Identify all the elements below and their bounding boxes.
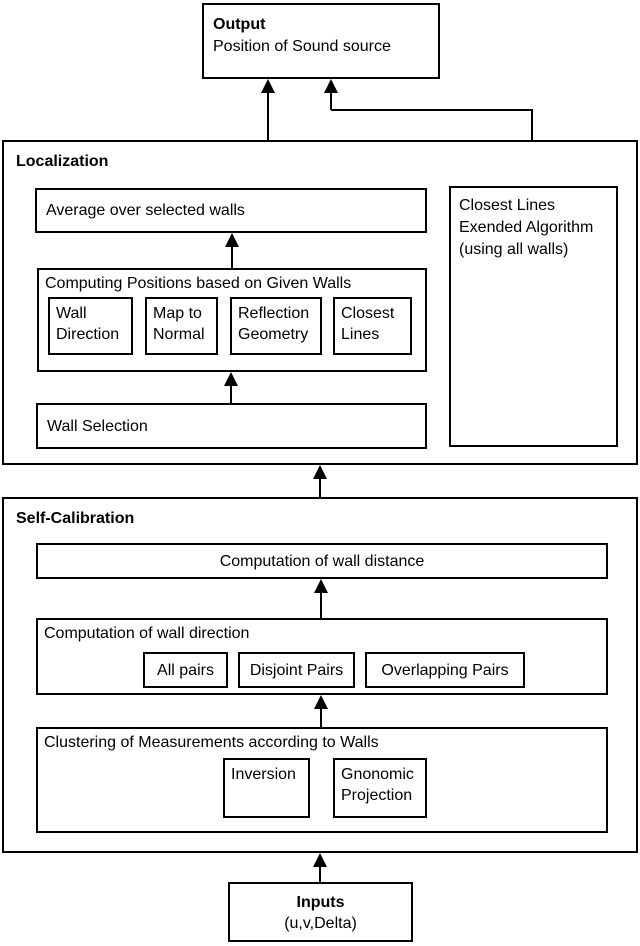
arrowhead-up-icon [314,695,328,709]
average-walls-label: Average over selected walls [46,202,245,219]
closest-lines-extended-line2: Exended Algorithm [459,219,594,236]
inputs-title: Inputs [296,894,345,911]
wall-selection-box: Wall Selection [36,403,427,449]
arrowhead-up-icon [313,465,327,479]
arrowhead-up-icon [324,79,338,93]
arrowhead-up-icon [224,372,238,386]
wall-distance-box: Computation of wall distance [36,543,608,579]
average-walls-box: Average over selected walls [35,188,427,233]
localization-label: Localization [16,153,109,170]
closest-lines-extended-box: Closest Lines Exended Algorithm (using a… [449,186,618,447]
arrowhead-up-icon [225,233,239,247]
wall-selection-label: Wall Selection [47,417,148,435]
method-reflection-geometry: Reflection Geometry [230,297,322,355]
arrowhead-up-icon [314,579,328,593]
inputs-box: Inputs (u,v,Delta) [228,882,413,942]
output-box: Output Position of Sound source [202,3,440,79]
computing-positions-title: Computing Positions based on Given Walls [45,275,352,292]
output-title: Output [213,16,266,33]
method-closest-lines: Closest Lines [333,297,412,355]
self-calibration-label: Self-Calibration [16,510,135,527]
inputs-subtitle: (u,v,Delta) [284,915,357,932]
clustering-title: Clustering of Measurements according to … [44,734,379,751]
method-wall-direction: Wall Direction [48,297,133,355]
closest-lines-extended-line3: (using all walls) [459,241,569,258]
method-gnonomic-projection: Gnonomic Projection [333,758,427,818]
output-subtitle: Position of Sound source [213,38,391,55]
wall-distance-label: Computation of wall distance [219,552,425,570]
closest-lines-extended-line1: Closest Lines [459,197,556,214]
arrowhead-up-icon [313,853,327,867]
arrowhead-up-icon [261,79,275,93]
wall-direction-title: Computation of wall direction [44,625,250,642]
method-map-to-normal: Map to Normal [145,297,218,355]
method-overlapping-pairs: Overlapping Pairs [365,652,525,688]
method-disjoint-pairs: Disjoint Pairs [238,652,355,688]
method-inversion: Inversion [223,758,310,818]
method-all-pairs: All pairs [143,652,228,688]
clustering-box: Clustering of Measurements according to … [36,727,608,833]
